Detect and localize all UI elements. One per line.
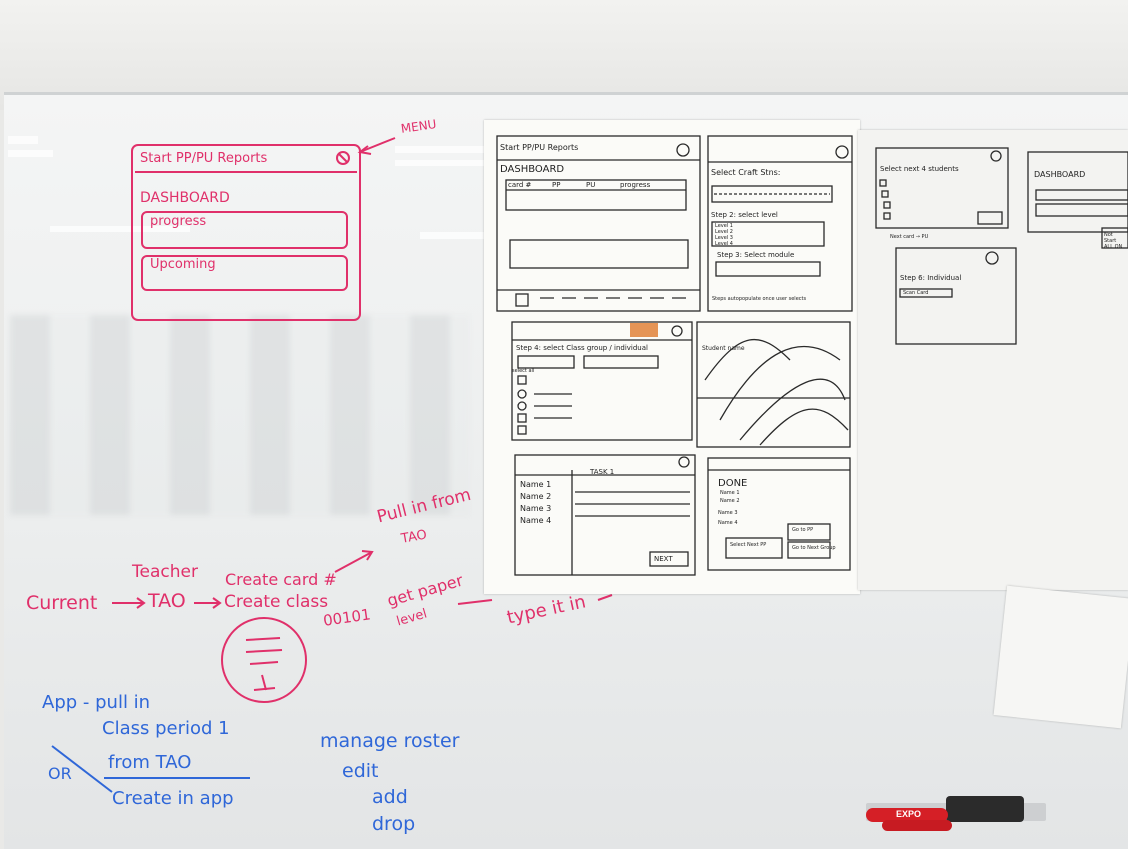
f1-col-pp: PP	[552, 181, 561, 189]
f2-note: Steps autopopulate once user selects	[712, 296, 807, 302]
f6-btn-go-pp: Go to PP	[792, 527, 814, 533]
f1-col-progress: progress	[620, 181, 651, 189]
note-manage-roster: manage roster	[320, 730, 460, 752]
note-drop: drop	[372, 813, 416, 835]
f6-name-1: Name 1	[720, 490, 740, 496]
note-edit: edit	[342, 760, 379, 782]
wireframe-sheet-1	[484, 120, 860, 594]
f2-level-2: Level 2	[715, 229, 733, 235]
f5-next-button: NEXT	[654, 555, 673, 563]
note-class-period: Class period 1	[102, 718, 230, 739]
menu-item-upcoming: Upcoming	[150, 257, 216, 272]
f2-level-1: Level 1	[715, 223, 733, 229]
menu-item-progress: progress	[150, 214, 207, 229]
note-app-pull-in: App - pull in	[42, 692, 151, 713]
f6-name-2: Name 2	[720, 498, 740, 504]
f4-label: Student name	[702, 345, 745, 352]
note-create-class: Create class	[224, 592, 329, 612]
light-reflection	[8, 136, 38, 144]
note-from-tao: from TAO	[108, 752, 192, 773]
light-reflection	[420, 232, 485, 239]
f1-col-pu: PU	[586, 181, 596, 189]
f2-step3: Step 3: Select module	[717, 251, 795, 259]
f6-name-4: Name 4	[718, 520, 738, 526]
s2-f3-button: Scan Card	[903, 290, 929, 296]
note-tao: TAO	[148, 590, 186, 612]
f5-task: TASK 1	[590, 468, 615, 476]
light-reflection	[50, 226, 190, 232]
s2-f1-title: Select next 4 students	[880, 165, 959, 173]
note-create-in-app: Create in app	[112, 788, 234, 809]
wireframe-sheet-2	[858, 130, 1128, 590]
s2-f2-title: DASHBOARD	[1034, 170, 1086, 179]
light-reflection	[8, 150, 53, 157]
f6-title: DONE	[718, 478, 748, 489]
note-teacher: Teacher	[132, 562, 198, 582]
f5-name-4: Name 4	[520, 516, 552, 525]
f2-step2: Step 2: select level	[711, 211, 778, 219]
s2-note: Next card → PU	[890, 234, 929, 240]
window-reflection	[10, 315, 470, 515]
f5-name-2: Name 2	[520, 492, 552, 501]
light-reflection	[395, 146, 485, 153]
f5-name-3: Name 3	[520, 504, 552, 513]
f6-btn-next-group: Go to Next Group	[792, 545, 836, 551]
f2-level-3: Level 3	[715, 235, 733, 241]
marker-red-1: EXPO	[866, 808, 948, 822]
f1-col-card: card #	[508, 181, 532, 189]
s2-f3-title: Step 6: Individual	[900, 274, 962, 282]
eraser	[946, 796, 1024, 822]
f6-name-3: Name 3	[718, 510, 738, 516]
f2-title: Select Craft Stns:	[711, 168, 781, 177]
note-or: OR	[48, 764, 72, 783]
wall	[0, 0, 1128, 110]
f6-btn-next-pp: Select Next PP	[730, 542, 767, 548]
s2-side: Not Start ALL ON	[1104, 232, 1123, 250]
note-create-card: Create card #	[225, 570, 337, 589]
marker-brand: EXPO	[896, 809, 922, 819]
f1-header: Start PP/PU Reports	[500, 143, 579, 152]
light-reflection	[395, 160, 485, 166]
f1-title: DASHBOARD	[500, 164, 565, 175]
f3-select-all: select all	[512, 368, 535, 374]
f2-level-4: Level 4	[715, 241, 733, 247]
marker-red-2	[882, 820, 952, 831]
note-current: Current	[26, 592, 98, 614]
f3-title: Step 4: select Class group / individual	[516, 344, 648, 352]
menu-header: Start PP/PU Reports	[140, 151, 268, 166]
menu-item-dashboard: DASHBOARD	[140, 190, 230, 206]
f5-name-1: Name 1	[520, 480, 552, 489]
note-add: add	[372, 786, 408, 808]
